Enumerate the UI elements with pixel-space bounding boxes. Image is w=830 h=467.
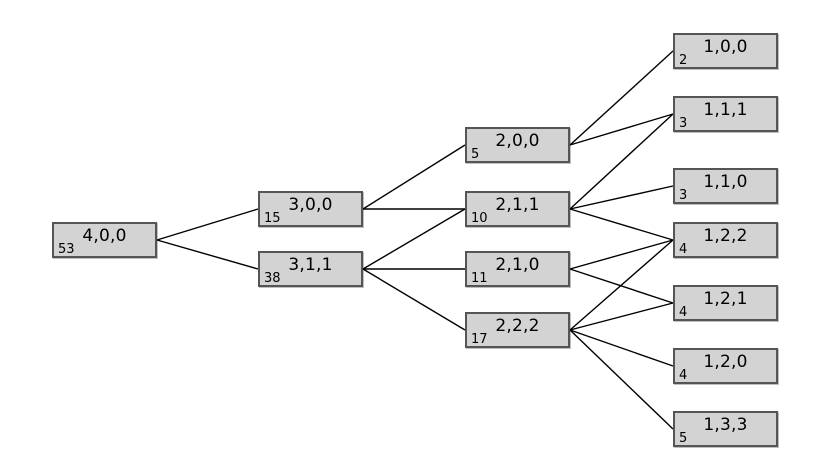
tree-node[interactable]: 2,1,0 11 bbox=[465, 251, 570, 287]
node-count: 17 bbox=[471, 332, 488, 347]
tree-edge bbox=[362, 268, 466, 331]
tree-node[interactable]: 2,1,1 10 bbox=[465, 191, 570, 227]
tree-node[interactable]: 1,1,1 3 bbox=[673, 96, 778, 132]
node-count: 15 bbox=[264, 211, 281, 226]
tree-edge bbox=[569, 329, 674, 367]
node-count: 10 bbox=[471, 211, 488, 226]
node-count: 2 bbox=[679, 53, 688, 68]
tree-edge bbox=[362, 208, 466, 270]
node-label: 1,2,1 bbox=[703, 289, 748, 309]
node-label: 1,3,3 bbox=[703, 415, 748, 435]
node-label: 2,2,2 bbox=[495, 316, 540, 336]
node-label: 1,1,0 bbox=[703, 172, 748, 192]
tree-node[interactable]: 1,0,0 2 bbox=[673, 33, 778, 69]
node-label: 3,1,1 bbox=[288, 255, 333, 275]
tree-node[interactable]: 1,1,0 3 bbox=[673, 168, 778, 204]
tree-edge bbox=[569, 329, 674, 430]
tree-edge bbox=[569, 113, 674, 146]
tree-node[interactable]: 2,2,2 17 bbox=[465, 312, 570, 348]
node-label: 3,0,0 bbox=[288, 195, 333, 215]
tree-node[interactable]: 1,2,0 4 bbox=[673, 348, 778, 384]
node-label: 1,0,0 bbox=[703, 37, 748, 57]
node-label: 1,2,2 bbox=[703, 226, 748, 246]
tree-edge bbox=[569, 239, 674, 331]
tree-edge bbox=[569, 302, 674, 331]
node-count: 4 bbox=[679, 305, 688, 320]
node-label: 2,1,1 bbox=[495, 195, 540, 215]
node-count: 3 bbox=[679, 188, 688, 203]
tree-edge bbox=[156, 239, 259, 270]
node-label: 2,0,0 bbox=[495, 131, 540, 151]
tree-node[interactable]: 2,0,0 5 bbox=[465, 127, 570, 163]
node-count: 38 bbox=[264, 271, 281, 286]
tree-edge bbox=[569, 239, 674, 270]
node-count: 5 bbox=[471, 147, 480, 162]
tree-node[interactable]: 1,2,1 4 bbox=[673, 285, 778, 321]
tree-edge bbox=[569, 113, 674, 210]
node-label: 1,2,0 bbox=[703, 352, 748, 372]
node-count: 5 bbox=[679, 431, 688, 446]
tree-edge bbox=[569, 50, 674, 146]
tree-edge bbox=[362, 144, 466, 210]
tree-node[interactable]: 1,3,3 5 bbox=[673, 411, 778, 447]
node-label: 1,1,1 bbox=[703, 100, 748, 120]
tree-node[interactable]: 3,0,0 15 bbox=[258, 191, 363, 227]
node-label: 4,0,0 bbox=[82, 226, 127, 246]
node-count: 11 bbox=[471, 271, 488, 286]
tree-edge bbox=[569, 208, 674, 241]
node-label: 2,1,0 bbox=[495, 255, 540, 275]
tree-node[interactable]: 3,1,1 38 bbox=[258, 251, 363, 287]
node-count: 4 bbox=[679, 242, 688, 257]
tree-edge bbox=[156, 208, 259, 241]
tree-edge bbox=[569, 185, 674, 210]
node-count: 53 bbox=[58, 242, 75, 257]
tree-node[interactable]: 4,0,0 53 bbox=[52, 222, 157, 258]
node-count: 4 bbox=[679, 368, 688, 383]
tree-edge bbox=[569, 268, 674, 304]
node-count: 3 bbox=[679, 116, 688, 131]
tree-node[interactable]: 1,2,2 4 bbox=[673, 222, 778, 258]
